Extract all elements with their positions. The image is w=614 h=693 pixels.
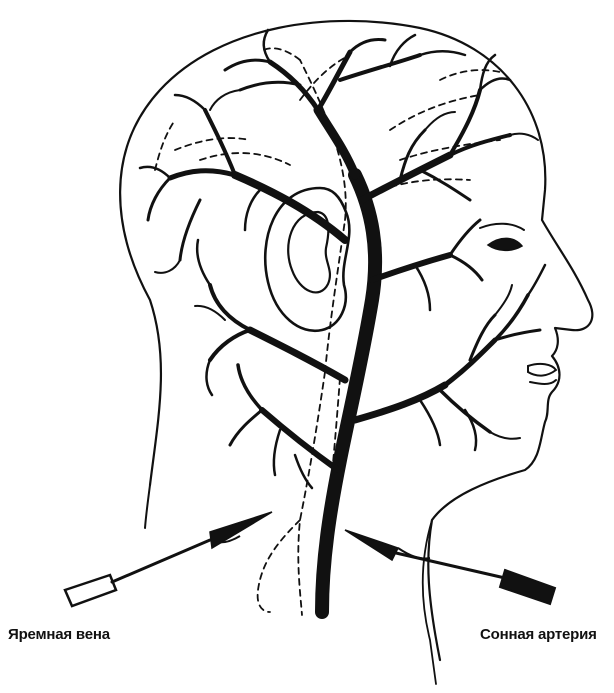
carotid-needle xyxy=(345,530,555,604)
eyebrow xyxy=(480,224,524,230)
carotid-artery-tree xyxy=(140,30,545,612)
head-outline xyxy=(120,21,592,660)
eye xyxy=(488,238,522,250)
jugular-vein-label: Яремная вена xyxy=(8,626,110,643)
carotid-needle-tip xyxy=(345,530,398,560)
carotid-artery-label: Сонная артерия xyxy=(480,626,597,643)
carotid-needle-hub xyxy=(500,570,555,604)
jugular-needle xyxy=(65,512,272,606)
lips xyxy=(528,364,556,384)
neck-back-outline xyxy=(145,485,150,528)
jugular-needle-hub xyxy=(65,575,116,606)
jugular-needle-barrel xyxy=(112,540,210,582)
